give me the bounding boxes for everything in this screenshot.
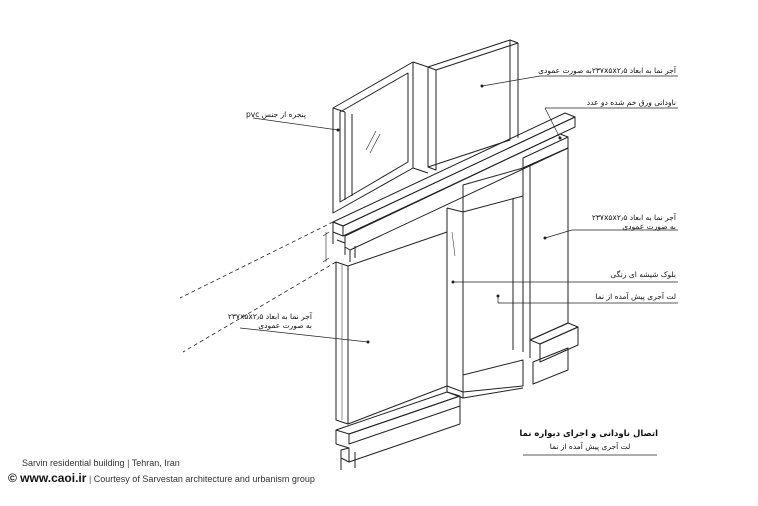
dashed-extension-lines <box>179 221 337 353</box>
bottom-sill <box>335 391 461 470</box>
label-brick-right-line1: آجر نما به ابعاد ۲۳۷x۵x۲٫۵ <box>591 213 676 222</box>
label-brick-right-line2: به صورت عمودی <box>622 222 676 232</box>
label-brick-top: آجر نما به ابعاد ۲۳۷x۵x۲٫۵به صورت عمودی <box>538 66 676 75</box>
label-brick-projection: لت آجری پیش آمده از نما <box>595 292 676 301</box>
lower-projecting-course <box>446 322 579 399</box>
dimension-mark <box>322 231 330 263</box>
vertical-brick-panel-left <box>335 231 448 425</box>
label-brick-left-line1: آجر نما به ابعاد ۲۳۷x۵x۲٫۵ <box>227 312 312 321</box>
label-gutter: ناودانی ورق خم شده دو عدد <box>586 98 676 107</box>
pvc-window-frame <box>332 61 429 214</box>
credit-text: Courtesy of Sarvestan architecture and u… <box>93 474 315 484</box>
upper-gutter <box>332 112 576 262</box>
label-glass-block: بلوک شیشه ای رنگی <box>610 270 676 279</box>
credit-caption: © www.caoi.ir | Courtesy of Sarvestan ar… <box>8 471 315 485</box>
leader-dots <box>336 84 562 344</box>
vertical-brick-panel-top <box>427 39 519 171</box>
caption-separator: | <box>127 458 130 468</box>
detail-title-line2: لت آجری پیش آمده از نما <box>549 442 631 451</box>
credit-separator: | <box>88 474 92 484</box>
label-brick-left: آجر نما به ابعاد ۲۳۷x۵x۲٫۵ به صورت عمودی <box>227 312 312 331</box>
project-location: Tehran, Iran <box>131 458 180 468</box>
project-caption: Sarvin residential building | Tehran, Ir… <box>22 458 180 468</box>
label-brick-right: آجر نما به ابعاد ۲۳۷x۵x۲٫۵ به صورت عمودی <box>592 213 676 232</box>
recessed-bay <box>446 167 524 386</box>
label-brick-left-line2: به صورت عمودی <box>258 321 312 331</box>
detail-title-line1: اتصال ناودانی و اجرای دیواره نما <box>519 429 658 439</box>
leader-lines <box>239 75 678 343</box>
project-name: Sarvin residential building <box>22 458 125 468</box>
site-link[interactable]: © www.caoi.ir <box>8 471 87 485</box>
vertical-brick-panel-right <box>522 147 569 341</box>
label-pvc-window: پنجره از جنس pvc <box>246 110 306 119</box>
